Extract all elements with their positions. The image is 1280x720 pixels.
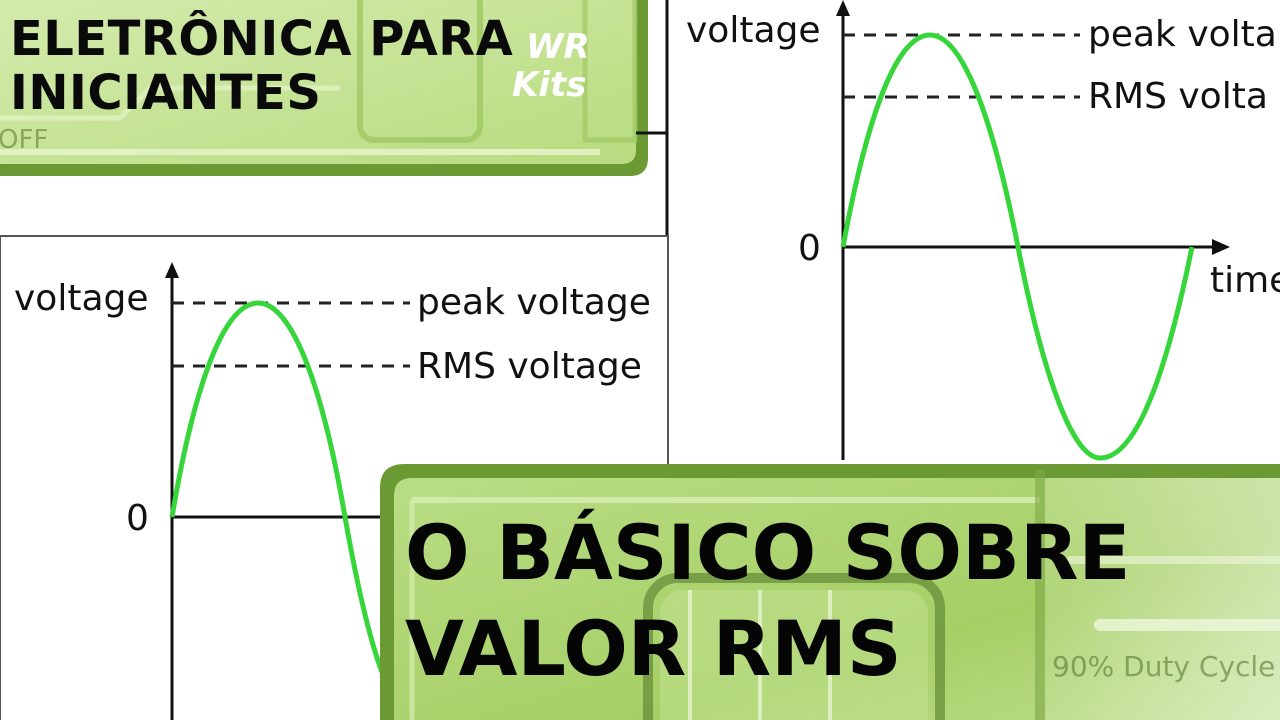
diagram-right: voltage peak volta RMS volta 0 time [665, 0, 1280, 461]
series-title: ELETRÔNICA PARA INICIANTES [10, 12, 513, 120]
series-title-line2: INICIANTES [10, 65, 322, 121]
diagram-right-zero-label: 0 [798, 228, 821, 269]
bottom-duty-cycle-label: 90% Duty Cycle [1052, 650, 1275, 683]
diagram-right-y-arrow [836, 0, 850, 16]
diagram-left-rms-label: RMS voltage [417, 346, 642, 387]
diagram-right-peak-label: peak volta [1088, 14, 1277, 55]
diagram-left-y-arrow [165, 262, 179, 278]
banner-off-label: OFF [0, 125, 48, 155]
diagram-right-x-label: time [1210, 260, 1280, 301]
diagram-left-zero-label: 0 [126, 498, 149, 539]
wr-kits-logo: WR Kits [512, 22, 616, 108]
main-title-line2: VALOR RMS [405, 604, 902, 693]
bottom-banner: 90% Duty Cycle [380, 464, 1280, 720]
main-title-line1: O BÁSICO SOBRE [405, 508, 1131, 597]
diagram-right-sine-wave [840, 32, 1195, 461]
diagram-right-y-label: voltage [686, 10, 821, 51]
diagram-left-y-label: voltage [14, 278, 149, 319]
diagram-right-rms-label: RMS volta [1088, 76, 1268, 117]
logo-line1: WR [526, 27, 590, 67]
diagram-left-peak-label: peak voltage [417, 282, 651, 323]
series-title-line1: ELETRÔNICA PARA [10, 11, 514, 67]
top-left-banner: OFF [0, 0, 667, 176]
main-title: O BÁSICO SOBRE VALOR RMS [405, 505, 1130, 697]
logo-line2: Kits [512, 65, 587, 105]
diagram-right-x-arrow [1212, 239, 1230, 255]
diagram-left-sine-wave [169, 300, 412, 720]
